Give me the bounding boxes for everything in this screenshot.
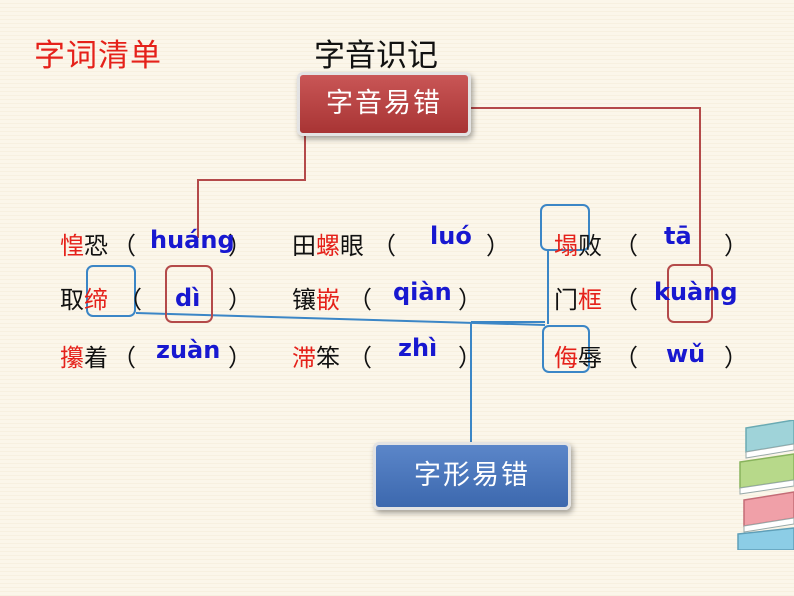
box-di <box>86 265 136 317</box>
box-kuang-pinyin <box>667 264 713 323</box>
connector-red-right <box>466 107 701 266</box>
pinyin-di: dì <box>175 284 201 312</box>
bracket-close: ） <box>724 344 748 372</box>
bracket-close: ） <box>228 344 252 372</box>
books-decoration-icon <box>737 420 794 550</box>
pinyin-wu: wǔ <box>666 340 706 368</box>
bracket-close: ） <box>228 232 252 260</box>
section-title: 字词清单 <box>34 38 162 74</box>
box-wu <box>542 325 590 373</box>
word-wuru: 侮辱（ <box>554 344 638 372</box>
bracket-close: ） <box>228 286 252 314</box>
word-tabai: 塌败（ <box>554 232 638 260</box>
word-menkuang: 门框（ <box>554 286 638 314</box>
word-zuanzhe: 攥着（ <box>60 344 136 372</box>
word-zhiben: 滞笨（ <box>292 344 372 372</box>
form-errors-button[interactable]: 字形易错 <box>373 442 571 510</box>
pinyin-zuan: zuàn <box>156 336 221 364</box>
word-tianluoyan: 田螺眼（ <box>292 232 396 260</box>
pronunciation-errors-button[interactable]: 字音易错 <box>297 72 471 136</box>
box-di-pinyin <box>165 265 213 323</box>
connector-red-left <box>197 126 306 238</box>
pinyin-kuang: kuàng <box>654 278 738 306</box>
pinyin-zhi: zhì <box>398 334 438 362</box>
bracket-close: ） <box>458 286 482 314</box>
bracket-close: ） <box>458 344 482 372</box>
bracket-close: ） <box>724 232 748 260</box>
pinyin-huang: huáng <box>150 226 235 254</box>
pinyin-qian: qiàn <box>393 278 452 306</box>
pinyin-luo: luó <box>430 222 472 250</box>
page-title: 字音识记 <box>314 38 438 74</box>
bracket-close: ） <box>486 232 510 260</box>
word-xiangqian: 镶嵌（ <box>292 286 372 314</box>
word-huangkong: 惶恐（ <box>60 232 136 260</box>
box-ta <box>540 204 590 251</box>
pinyin-ta: tā <box>664 222 692 250</box>
word-qudi: 取缔（ <box>60 286 142 314</box>
